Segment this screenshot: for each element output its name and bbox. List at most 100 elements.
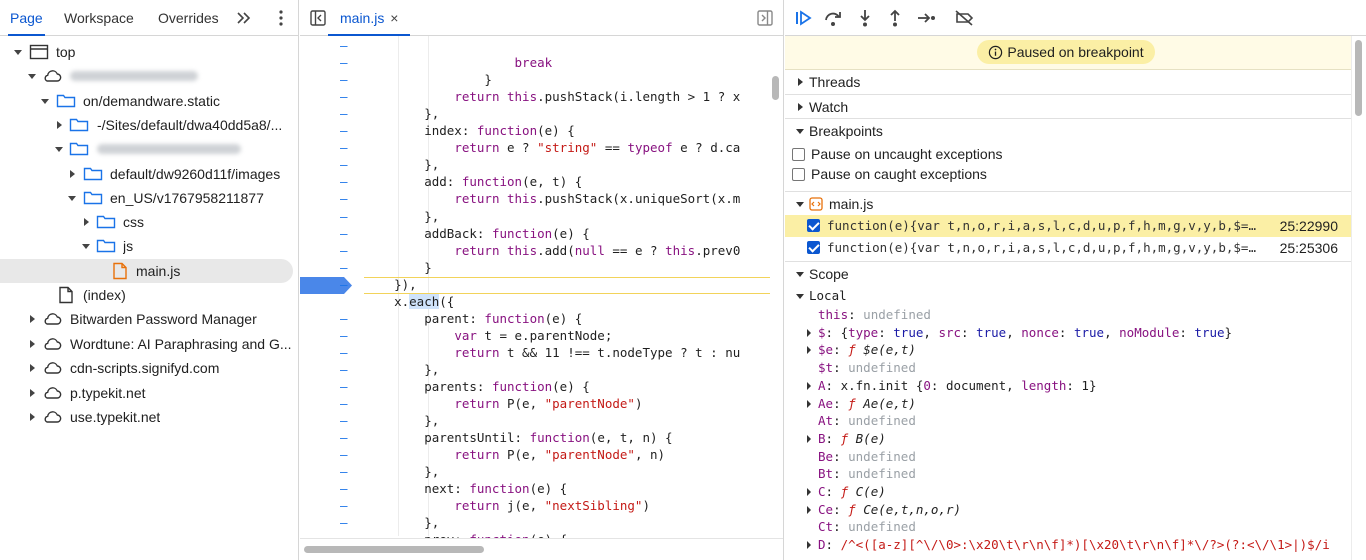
scope-variable[interactable]: Bt: undefined bbox=[785, 465, 1351, 483]
code-line[interactable]: – parentsUntil: function(e, t, n) { bbox=[300, 429, 770, 446]
line-gutter-marker[interactable]: – bbox=[340, 106, 348, 122]
tree-item-demandware[interactable]: on/demandware.static bbox=[0, 89, 298, 113]
tree-item-js[interactable]: js bbox=[0, 234, 298, 258]
tree-item-use-typekit[interactable]: use.typekit.net bbox=[0, 405, 298, 429]
line-gutter-marker[interactable]: – bbox=[340, 413, 348, 429]
scope-variable[interactable]: B: ƒ B(e) bbox=[785, 430, 1351, 448]
horizontal-scrollbar[interactable] bbox=[304, 546, 484, 553]
collapsed-arrow-icon[interactable] bbox=[27, 314, 37, 324]
tree-item-signifyd[interactable]: cdn-scripts.signifyd.com bbox=[0, 356, 298, 380]
collapsed-arrow-icon[interactable] bbox=[27, 339, 37, 349]
code-line[interactable]: – }, bbox=[300, 361, 770, 378]
resume-icon[interactable] bbox=[793, 8, 813, 28]
expanded-arrow-icon[interactable] bbox=[81, 241, 91, 251]
section-scope[interactable]: Scope bbox=[785, 261, 1351, 285]
tree-item-bitwarden[interactable]: Bitwarden Password Manager bbox=[0, 307, 298, 331]
deactivate-breakpoints-icon[interactable] bbox=[954, 8, 974, 28]
line-gutter-marker[interactable]: – bbox=[340, 55, 348, 71]
close-tab-icon[interactable]: × bbox=[390, 10, 399, 26]
step-icon[interactable] bbox=[916, 8, 936, 28]
more-options-icon[interactable] bbox=[276, 8, 286, 28]
scope-variable[interactable]: Ce: ƒ Ce(e,t,n,o,r) bbox=[785, 501, 1351, 519]
code-line[interactable]: – var t = e.parentNode; bbox=[300, 327, 770, 344]
line-gutter-marker[interactable]: – bbox=[340, 293, 348, 309]
tab-overrides[interactable]: Overrides bbox=[158, 10, 219, 26]
line-gutter-marker[interactable]: – bbox=[340, 191, 348, 207]
line-gutter-marker[interactable]: – bbox=[340, 344, 348, 360]
line-gutter-marker[interactable]: – bbox=[340, 396, 348, 412]
collapsed-arrow-icon[interactable] bbox=[805, 541, 813, 550]
code-line[interactable]: – break bbox=[300, 54, 770, 71]
line-gutter-marker[interactable]: – bbox=[340, 515, 348, 531]
section-breakpoints[interactable]: Breakpoints bbox=[785, 118, 1351, 142]
line-gutter-marker[interactable]: – bbox=[340, 225, 348, 241]
collapsed-arrow-icon[interactable] bbox=[805, 505, 813, 514]
collapsed-arrow-icon[interactable] bbox=[805, 399, 813, 408]
step-into-icon[interactable] bbox=[855, 8, 875, 28]
line-gutter-marker[interactable]: – bbox=[340, 327, 348, 343]
collapsed-arrow-icon[interactable] bbox=[805, 328, 813, 337]
code-line[interactable]: – return P(e, "parentNode", n) bbox=[300, 446, 770, 463]
tab-workspace[interactable]: Workspace bbox=[64, 10, 134, 26]
scope-variable[interactable]: A: x.fn.init {0: document, length: 1} bbox=[785, 377, 1351, 395]
code-line[interactable]: – parents: function(e) { bbox=[300, 378, 770, 395]
pause-caught-row[interactable]: Pause on caught exceptions bbox=[785, 164, 1351, 184]
code-line[interactable]: – } bbox=[300, 259, 770, 276]
collapsed-arrow-icon[interactable] bbox=[795, 102, 805, 112]
step-over-icon[interactable] bbox=[823, 8, 843, 28]
expanded-arrow-icon[interactable] bbox=[40, 96, 50, 106]
collapsed-arrow-icon[interactable] bbox=[67, 169, 77, 179]
code-line[interactable]: – }), bbox=[300, 276, 770, 293]
collapsed-arrow-icon[interactable] bbox=[795, 77, 805, 87]
expanded-arrow-icon[interactable] bbox=[67, 193, 77, 203]
tab-page[interactable]: Page bbox=[8, 0, 45, 36]
code-line[interactable]: – x.each({ bbox=[300, 293, 770, 310]
line-gutter-marker[interactable]: – bbox=[340, 89, 348, 105]
expanded-arrow-icon[interactable] bbox=[795, 126, 805, 136]
line-gutter-marker[interactable]: – bbox=[340, 208, 348, 224]
pause-uncaught-checkbox[interactable] bbox=[792, 148, 805, 161]
code-line[interactable]: – }, bbox=[300, 156, 770, 173]
tree-item-css[interactable]: css bbox=[0, 210, 298, 234]
code-line[interactable]: – return j(e, "nextSibling") bbox=[300, 497, 770, 514]
collapsed-arrow-icon[interactable] bbox=[27, 412, 37, 422]
collapsed-arrow-icon[interactable] bbox=[805, 434, 813, 443]
tree-item-sites-site[interactable] bbox=[0, 137, 298, 161]
line-gutter-marker[interactable]: – bbox=[340, 140, 348, 156]
code-line[interactable]: – parent: function(e) { bbox=[300, 310, 770, 327]
pause-uncaught-row[interactable]: Pause on uncaught exceptions bbox=[785, 144, 1351, 164]
collapsed-arrow-icon[interactable] bbox=[27, 388, 37, 398]
step-out-icon[interactable] bbox=[885, 8, 905, 28]
line-gutter-marker[interactable]: – bbox=[340, 123, 348, 139]
code-line[interactable]: – }, bbox=[300, 412, 770, 429]
line-gutter-marker[interactable]: – bbox=[340, 276, 348, 292]
code-line[interactable]: – index: function(e) { bbox=[300, 122, 770, 139]
collapsed-arrow-icon[interactable] bbox=[81, 217, 91, 227]
line-gutter-marker[interactable]: – bbox=[340, 498, 348, 514]
collapsed-arrow-icon[interactable] bbox=[54, 120, 64, 130]
collapsed-arrow-icon[interactable] bbox=[27, 363, 37, 373]
breakpoint-marker[interactable] bbox=[300, 277, 352, 294]
expanded-arrow-icon[interactable] bbox=[54, 144, 64, 154]
collapsed-arrow-icon[interactable] bbox=[805, 381, 813, 390]
tree-item-en-us[interactable]: en_US/v1767958211877 bbox=[0, 186, 298, 210]
code-line[interactable]: – next: function(e) { bbox=[300, 480, 770, 497]
code-line[interactable]: – add: function(e, t) { bbox=[300, 173, 770, 190]
scope-variable[interactable]: $t: undefined bbox=[785, 359, 1351, 377]
line-gutter-marker[interactable]: – bbox=[340, 464, 348, 480]
expanded-arrow-icon[interactable] bbox=[795, 269, 805, 279]
collapsed-arrow-icon[interactable] bbox=[805, 346, 813, 355]
line-gutter-marker[interactable]: – bbox=[340, 242, 348, 258]
line-gutter-marker[interactable]: – bbox=[340, 157, 348, 173]
vertical-scrollbar[interactable] bbox=[772, 76, 779, 100]
line-gutter-marker[interactable]: – bbox=[340, 379, 348, 394]
breakpoint-item[interactable]: function(e){var t,n,o,r,i,a,s,l,c,d,u,p,… bbox=[785, 215, 1351, 237]
code-line[interactable]: – return t && 11 !== t.nodeType ? t : nu bbox=[300, 344, 770, 361]
scope-variable[interactable]: Ae: ƒ Ae(e,t) bbox=[785, 395, 1351, 413]
tree-item-top[interactable]: top bbox=[0, 40, 298, 64]
scope-variable[interactable]: $: {type: true, src: true, nonce: true, … bbox=[785, 324, 1351, 342]
tree-item-index[interactable]: (index) bbox=[0, 283, 298, 307]
expanded-arrow-icon[interactable] bbox=[795, 291, 805, 301]
line-gutter-marker[interactable]: – bbox=[340, 310, 348, 326]
line-gutter-marker[interactable]: – bbox=[340, 481, 348, 497]
